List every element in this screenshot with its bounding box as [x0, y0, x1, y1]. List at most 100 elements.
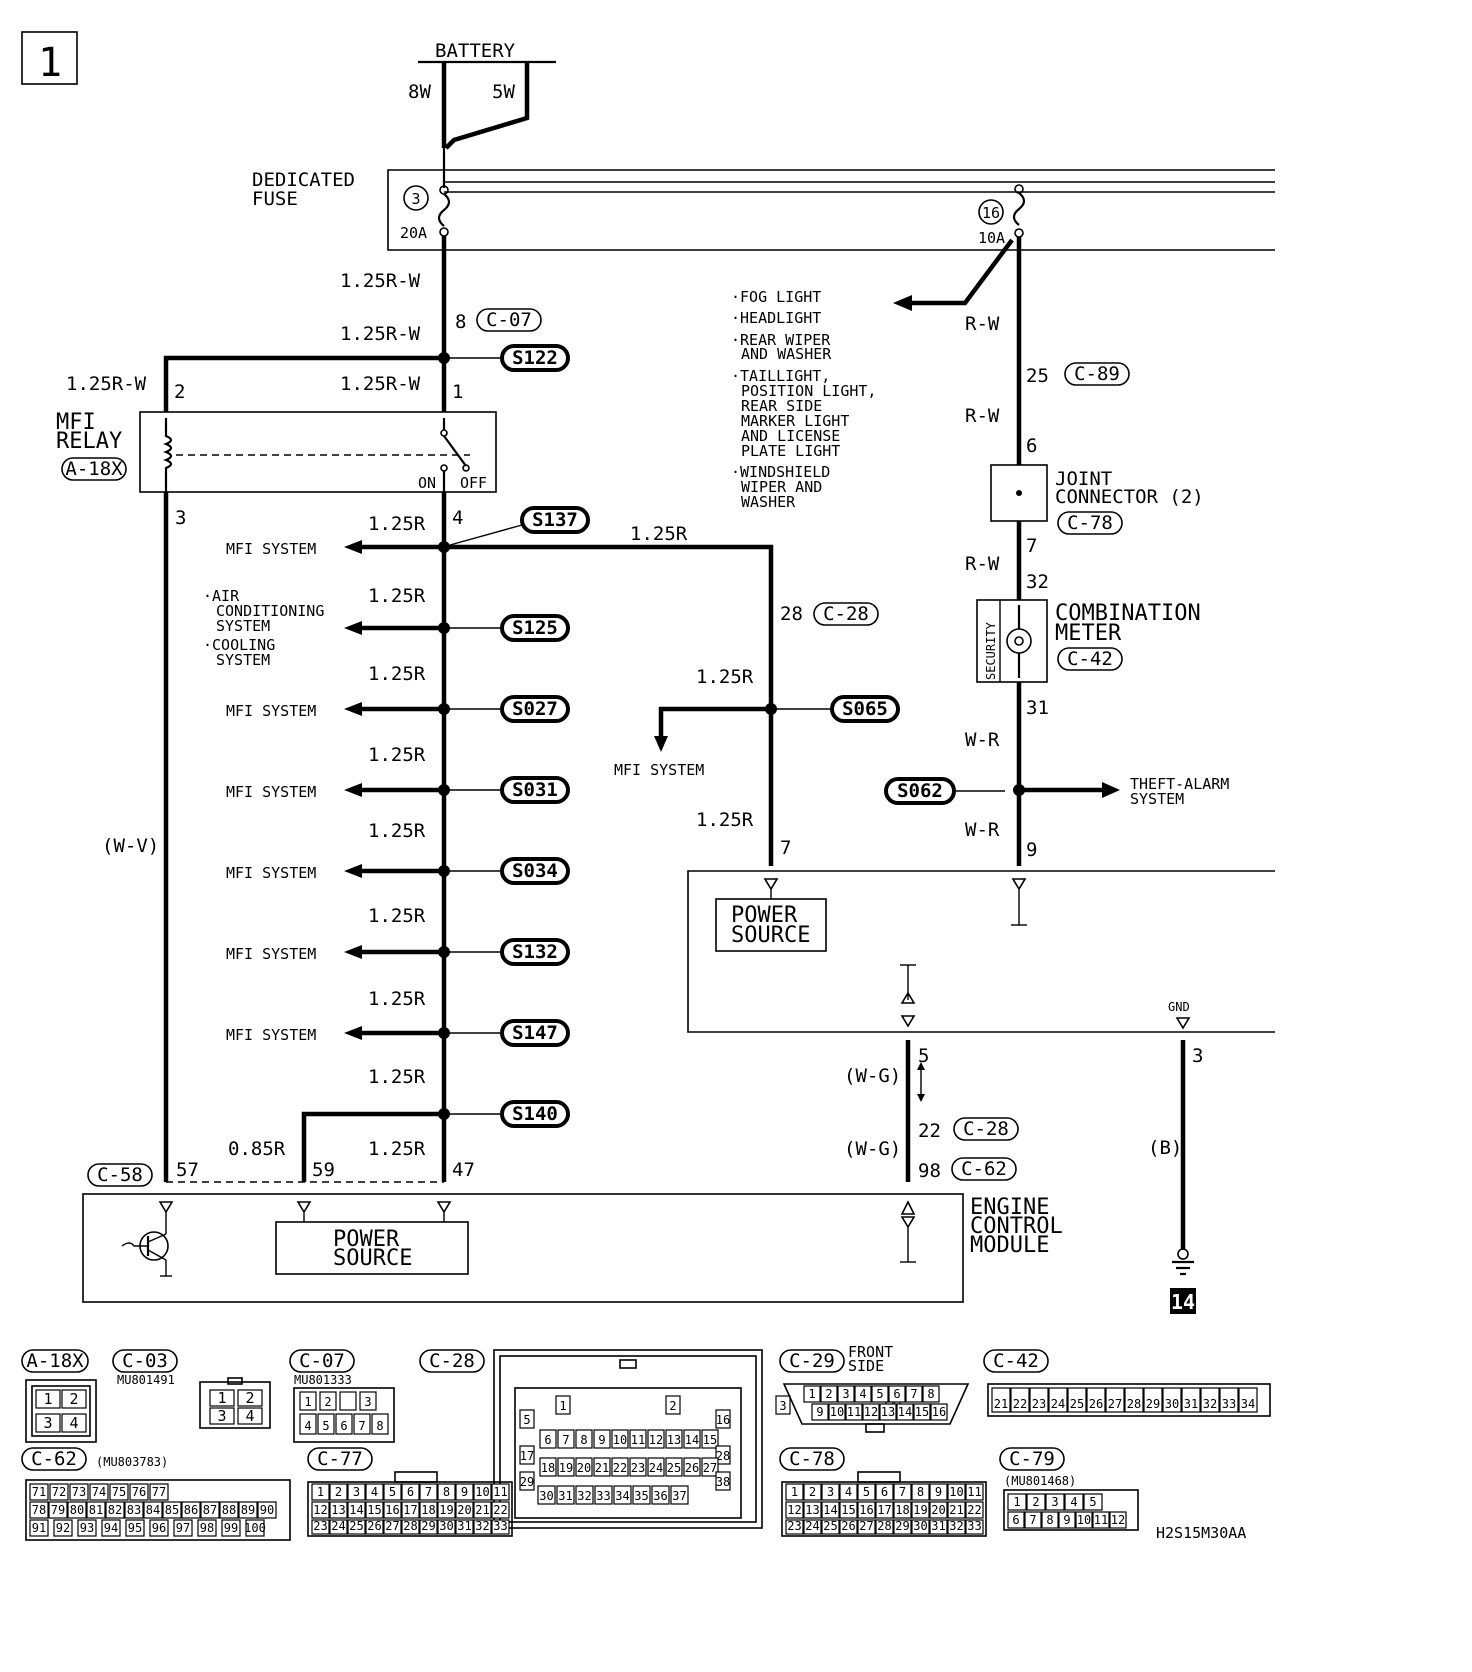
battery-label: BATTERY — [435, 40, 516, 62]
power-source-1-label-1: POWER — [731, 903, 798, 928]
wire-125r-s065: 1.25R — [696, 666, 754, 688]
connector-pin-cell — [383, 1501, 402, 1519]
connector-pin-cell — [715, 1471, 731, 1491]
connector-pin-cell — [29, 1501, 49, 1519]
connector-pin-label: 79 — [51, 1503, 65, 1517]
connector-pin-cell — [455, 1483, 474, 1501]
connector-pin-label: 6 — [340, 1419, 347, 1433]
pin-47: 47 — [452, 1159, 475, 1181]
connector-pin-cell — [965, 1519, 984, 1535]
splice-s137-label: S137 — [532, 509, 578, 531]
connector-pin-label: 12 — [313, 1503, 327, 1517]
connector-views: A-18X 1 2 3 4 C-03 MU801491 1 2 3 4 — [21, 1343, 1271, 1541]
connector-pin-cell — [1124, 1387, 1144, 1413]
cv-c77-label: C-77 — [317, 1448, 363, 1470]
connector-pin-label: 11 — [493, 1485, 507, 1499]
pin-57: 57 — [176, 1159, 199, 1181]
a-18x-label: A-18X — [65, 458, 123, 480]
connector-pin-cell — [575, 1429, 593, 1449]
ground-wire: 3 (B) 14 — [1148, 1040, 1203, 1314]
connector-pin-cell — [1064, 1493, 1084, 1511]
connector-pin-cell — [594, 1485, 613, 1505]
connector-pin-cell — [647, 1457, 665, 1477]
connector-pin-label: 18 — [541, 1461, 555, 1475]
connector-pin-cell — [893, 1483, 912, 1501]
dedicated-fuse-label-1: DEDICATED — [252, 169, 355, 191]
connector-pin-cell — [803, 1519, 822, 1535]
connector-pin-label: 16 — [932, 1405, 946, 1419]
theft-alarm-label-1: THEFT-ALARM — [1130, 775, 1229, 793]
connector-pin-label: 27 — [1108, 1397, 1122, 1411]
wire-125r-d: 1.25R — [368, 744, 426, 766]
connector-pin-cell — [329, 1519, 348, 1535]
pin-1: 1 — [452, 381, 463, 403]
connector-pin-label: 2 — [324, 1395, 331, 1409]
splice-s147-label: S147 — [512, 1022, 558, 1044]
connector-pin-label: 3 — [842, 1387, 849, 1401]
connector-pin-cell — [839, 1501, 858, 1519]
battery-wire-8w: 8W — [408, 81, 431, 103]
connector-pin-label: 10 — [613, 1433, 627, 1447]
c-78-label: C-78 — [1067, 512, 1113, 534]
connector-pin-label: 17 — [403, 1503, 417, 1517]
connector-pin-label: 27 — [385, 1519, 399, 1533]
connector-pin-label: 6 — [1012, 1513, 1019, 1527]
connector-pin-label: 6 — [881, 1485, 888, 1499]
mfi-relay-box — [139, 411, 497, 493]
cooling-system-label-1: ·COOLING — [203, 636, 275, 654]
connector-pin-label: 22 — [493, 1503, 507, 1517]
ecm-label-3: MODULE — [970, 1233, 1049, 1258]
connector-pin-label: 8 — [917, 1485, 924, 1499]
connector-pin-cell — [911, 1519, 930, 1535]
combination-meter-label-1: COMBINATION — [1055, 601, 1201, 626]
connector-pin-label: 20 — [577, 1461, 591, 1475]
connector-pin-label: 83 — [127, 1503, 141, 1517]
connector-pin-label: 10 — [830, 1405, 844, 1419]
connector-pin-label: 87 — [203, 1503, 217, 1517]
wire-125r-h: 1.25R — [368, 1066, 426, 1088]
connector-pin-cell — [701, 1457, 719, 1477]
connector-pin-cell — [77, 1519, 97, 1537]
connector-pin-cell — [575, 1457, 593, 1477]
connector-pin-label: 38 — [716, 1475, 730, 1489]
connector-pin-label: 33 — [967, 1519, 981, 1533]
fuse-16-circuit: ·FOG LIGHT ·HEADLIGHT ·REAR WIPER AND WA… — [731, 237, 1229, 866]
connector-pin-label: 96 — [152, 1521, 166, 1535]
cv-a18x-pin: 1 — [43, 1390, 52, 1408]
fuse-3-circuit: 1.25R-W 1.25R-W 8 C-07 S122 1.25R-W 2 1.… — [66, 236, 570, 412]
connector-pin-cell — [491, 1501, 510, 1519]
connector-pin-cell — [785, 1483, 804, 1501]
connector-pin-cell — [893, 1519, 912, 1535]
connector-pin-cell — [125, 1519, 145, 1537]
connector-pin-label: 19 — [559, 1461, 573, 1475]
connector-pin-label: 32 — [475, 1519, 489, 1533]
cv-c03-pin: 4 — [245, 1407, 254, 1425]
connector-pin-cell — [48, 1501, 68, 1519]
fuse-16-rating: 10A — [978, 229, 1005, 247]
connector-pin-label: 11 — [1094, 1513, 1108, 1527]
connector-pin-cell — [109, 1483, 129, 1501]
connector-pin-cell — [1041, 1511, 1059, 1529]
connector-pin-label: 20 — [931, 1503, 945, 1517]
splice-s034 — [500, 857, 570, 885]
connector-pin-label: 15 — [367, 1503, 381, 1517]
connector-pin-label: 26 — [685, 1461, 699, 1475]
wire-w-v-label: (W-V) — [102, 835, 159, 857]
connector-pin-label: 76 — [132, 1485, 146, 1499]
connector-pin-cell — [371, 1413, 389, 1435]
connector-pin-cell — [519, 1409, 535, 1429]
connector-pin-cell — [419, 1519, 438, 1535]
gnd-label: GND — [1168, 1000, 1190, 1014]
connector-pin-label: 11 — [631, 1433, 645, 1447]
connector-pin-label: 8 — [376, 1419, 383, 1433]
connector-pin-cell — [257, 1501, 277, 1519]
connector-pin-cell — [365, 1483, 384, 1501]
connector-pin-label: 19 — [913, 1503, 927, 1517]
load-plate-light: PLATE LIGHT — [741, 442, 840, 460]
connector-pin-label: 12 — [649, 1433, 663, 1447]
connector-pin-label: 34 — [615, 1489, 629, 1503]
connector-pin-cell — [1058, 1511, 1076, 1529]
wire-125r-i: 1.25R — [368, 1138, 426, 1160]
